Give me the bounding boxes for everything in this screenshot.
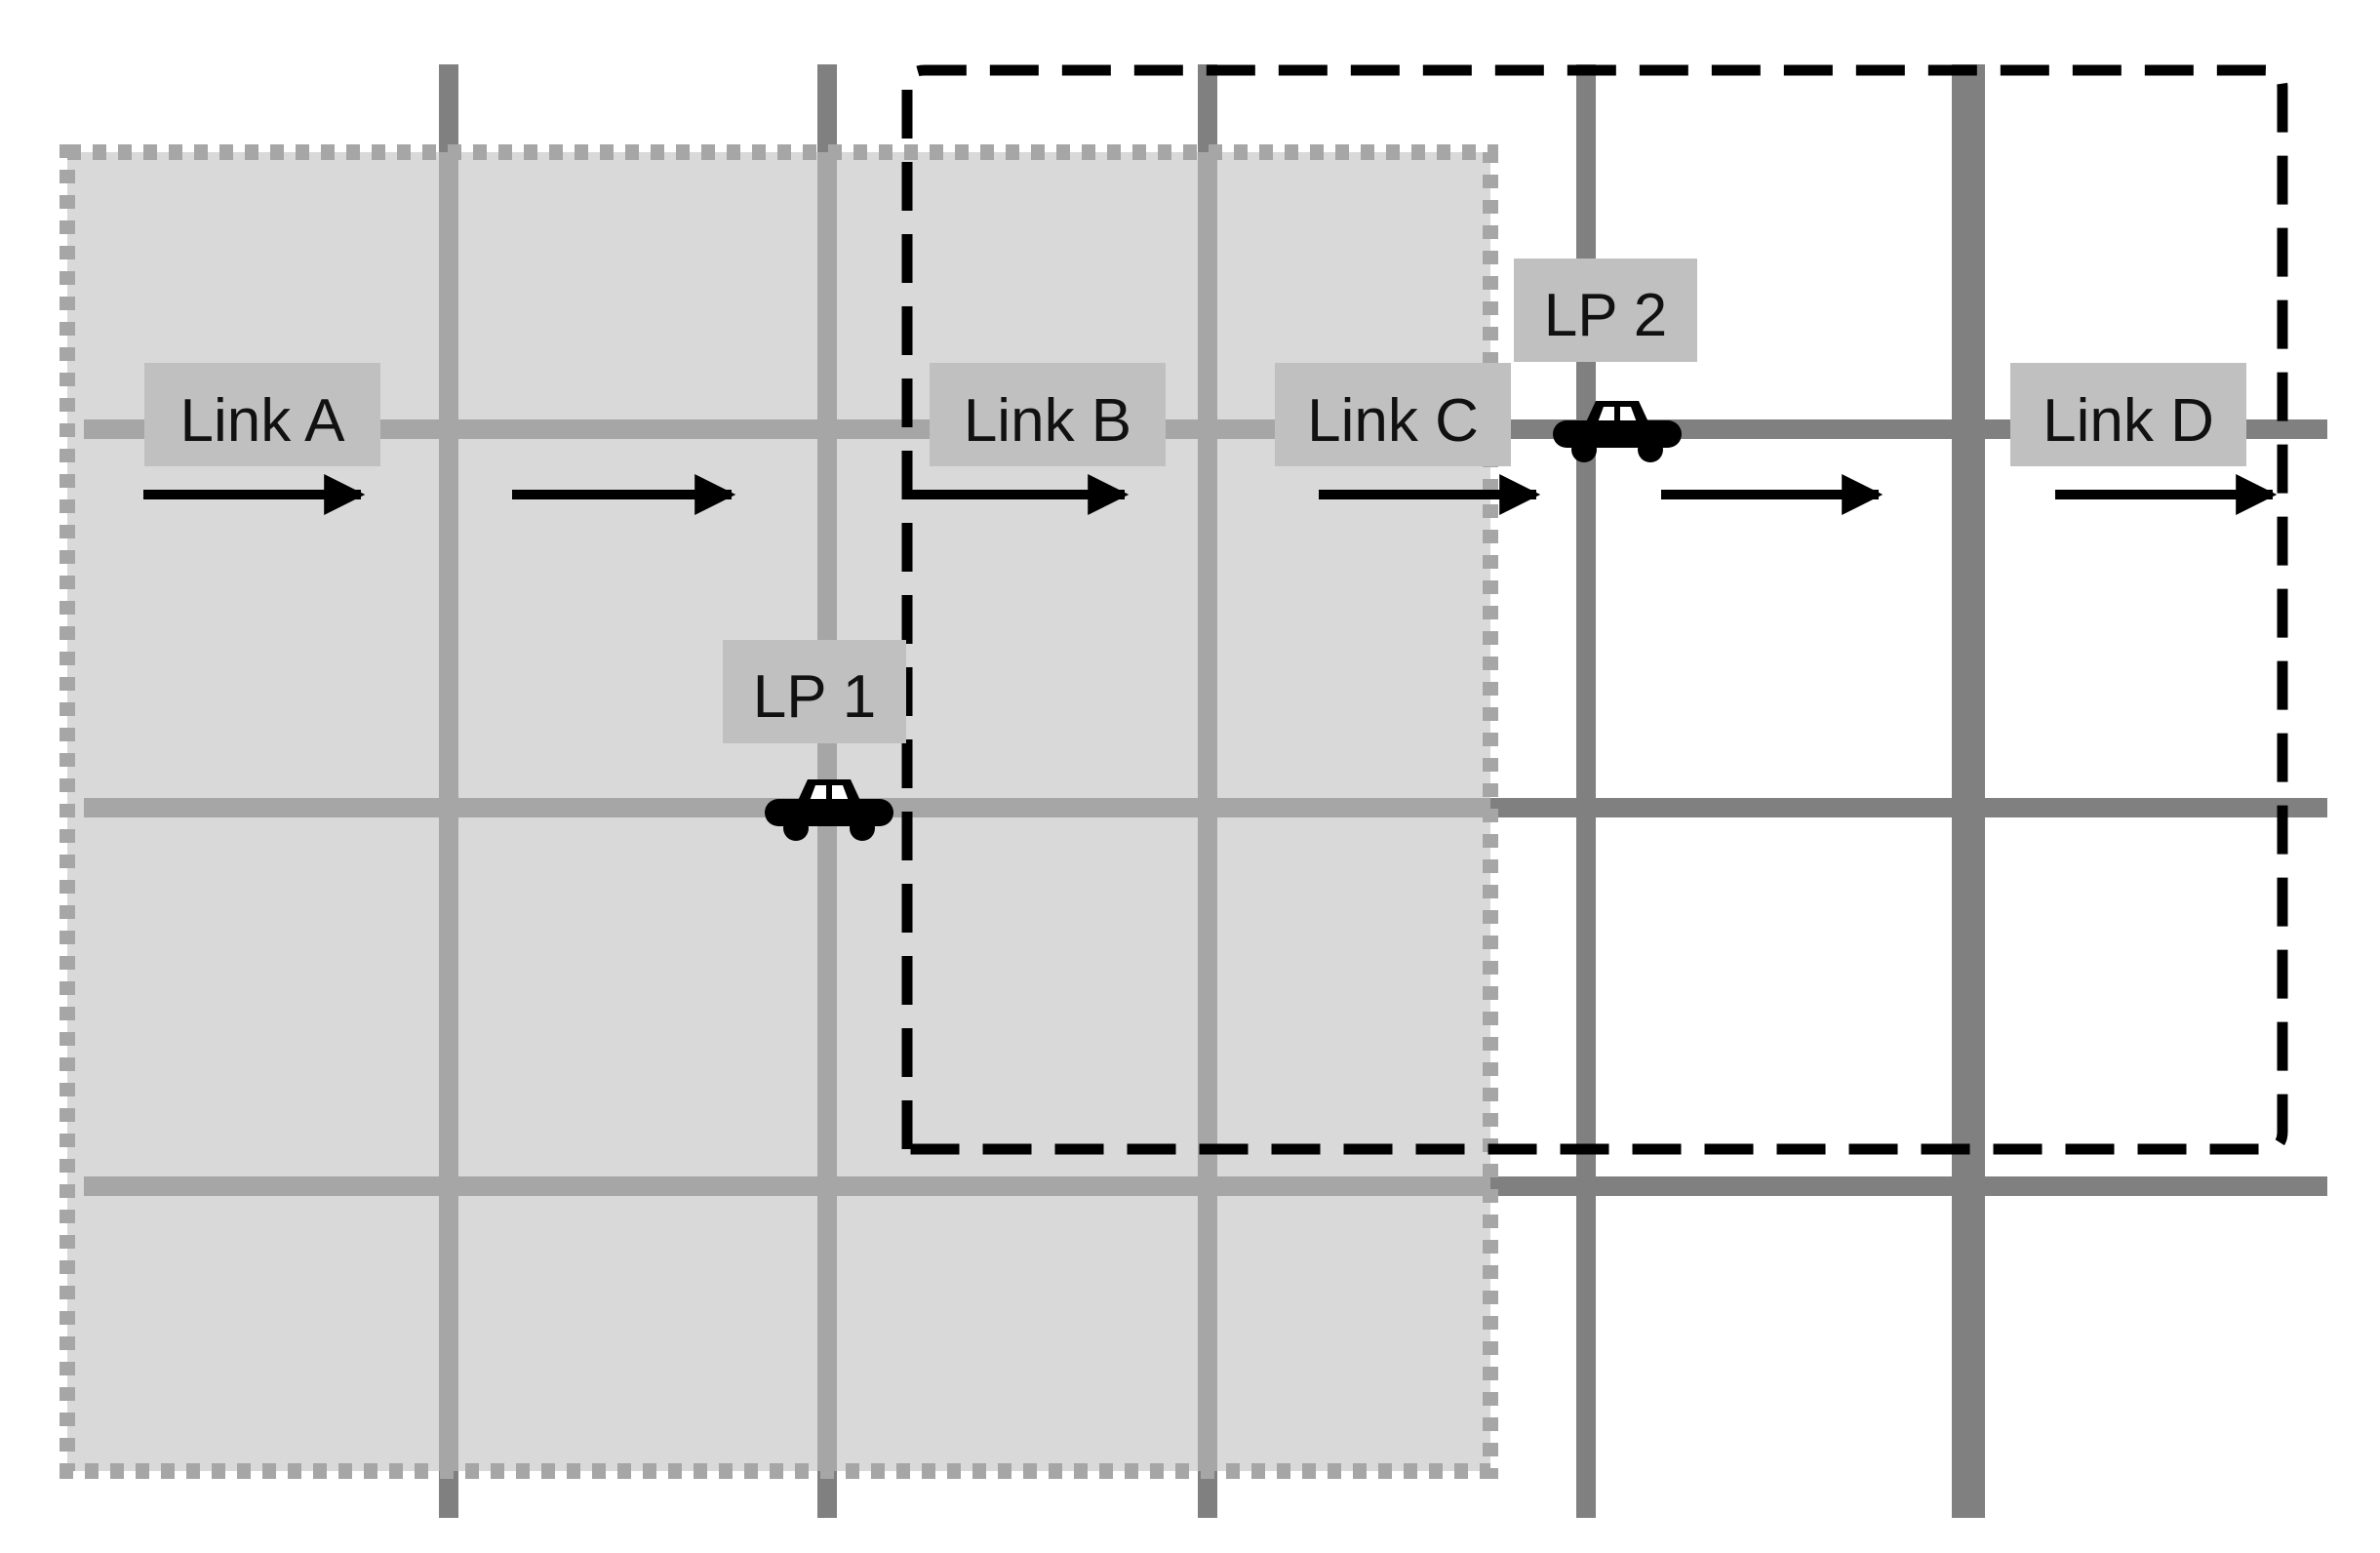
- lp-2-label: LP 2: [1514, 259, 1697, 362]
- link-a-label: Link A: [144, 363, 380, 466]
- label-box: [1514, 259, 1697, 362]
- link-c-label: Link C: [1275, 363, 1511, 466]
- link-a-text: Link A: [180, 387, 346, 455]
- label-box: [144, 363, 380, 466]
- label-box: [2010, 363, 2246, 466]
- label-box: [930, 363, 1166, 466]
- shaded-region-border: [60, 144, 1498, 1479]
- link-b-text: Link B: [964, 387, 1131, 455]
- label-box: [1275, 363, 1511, 466]
- link-d-label: Link D: [2010, 363, 2246, 466]
- lp-1-text: LP 1: [753, 663, 876, 731]
- car-icon: [1553, 401, 1682, 462]
- link-b-label: Link B: [930, 363, 1166, 466]
- link-d-text: Link D: [2043, 387, 2214, 455]
- link-c-text: Link C: [1307, 387, 1479, 455]
- lp-2-text: LP 2: [1544, 282, 1667, 349]
- lp-1-label: LP 1: [723, 640, 906, 743]
- label-box: [723, 640, 906, 743]
